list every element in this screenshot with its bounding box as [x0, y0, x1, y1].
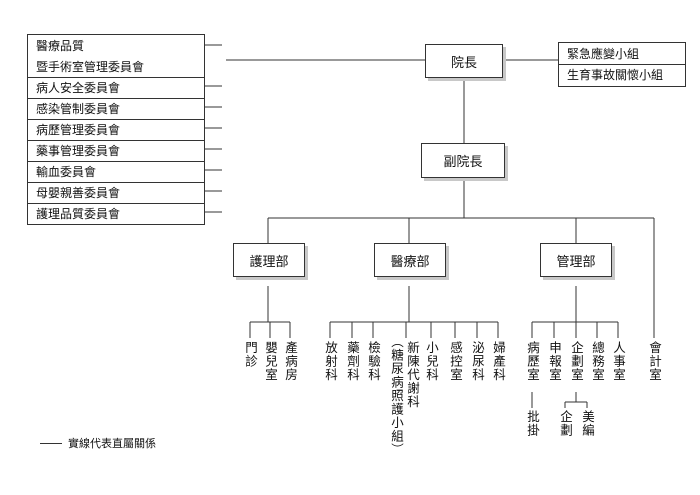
- legend-solid-line: [40, 442, 62, 444]
- subunit-planning: 企劃: [558, 410, 573, 437]
- committee-quality: 醫療品質: [36, 39, 85, 53]
- committee-surgery: 暨手術室管理委員會: [28, 57, 204, 78]
- unit-personnel-office: 人事室: [611, 341, 626, 382]
- subunit-design: 美編: [580, 410, 595, 437]
- vice-president-box: 副院長: [421, 143, 505, 178]
- management-dept-box: 管理部: [540, 243, 612, 277]
- unit-obstetrics: 婦產科: [491, 341, 506, 382]
- unit-outpatient: 門診: [243, 341, 258, 368]
- unit-laboratory: 檢驗科: [366, 341, 381, 382]
- unit-claims-office: 申報室: [547, 341, 562, 382]
- unit-urology: 泌尿科: [470, 341, 485, 382]
- task-groups-box: 緊急應變小組 生育事故關懷小組: [558, 42, 686, 87]
- medical-dept-box: 醫療部: [374, 243, 446, 277]
- committee-nursing-quality: 護理品質委員會: [36, 207, 121, 221]
- unit-nursery: 嬰兒室: [263, 341, 278, 382]
- committee-baby-friendly: 母嬰親善委員會: [28, 183, 204, 204]
- unit-planning-office: 企劃室: [569, 341, 584, 382]
- nursing-dept-box: 護理部: [233, 243, 305, 277]
- committee-pharmacy: 藥事管理委員會: [28, 141, 204, 162]
- unit-pharmacy: 藥劑科: [345, 341, 360, 382]
- unit-radiology: 放射科: [323, 341, 338, 382]
- task-group-emergency: 緊急應變小組: [559, 44, 685, 65]
- unit-general-affairs-office: 總務室: [590, 341, 605, 382]
- unit-medical-records-office: 病歷室: [525, 341, 540, 382]
- unit-metabolism: 新陳代謝科: [405, 341, 420, 409]
- committee-medical-records: 病歷管理委員會: [28, 120, 204, 141]
- legend-label: 實線代表直屬關係: [68, 437, 156, 450]
- committee-transfusion: 輸血委員會: [28, 162, 204, 183]
- unit-diabetes-care-group: （糖尿病照護小組）: [389, 335, 404, 457]
- unit-infection-control-office: 感控室: [448, 341, 463, 382]
- committee-patient-safety: 病人安全委員會: [28, 78, 204, 99]
- president-box: 院長: [425, 44, 503, 78]
- unit-pediatrics: 小兒科: [424, 341, 439, 382]
- legend: 實線代表直屬關係: [40, 435, 156, 451]
- committee-infection-control: 感染管制委員會: [28, 99, 204, 120]
- task-group-birth-incident: 生育事故關懷小組: [567, 68, 664, 82]
- subunit-registration: 批掛: [525, 410, 540, 437]
- unit-accounting-office: 會計室: [647, 341, 662, 382]
- committees-box: 醫療品質 暨手術室管理委員會 病人安全委員會 感染管制委員會 病歷管理委員會 藥…: [27, 34, 205, 225]
- unit-maternity-ward: 產病房: [283, 341, 298, 382]
